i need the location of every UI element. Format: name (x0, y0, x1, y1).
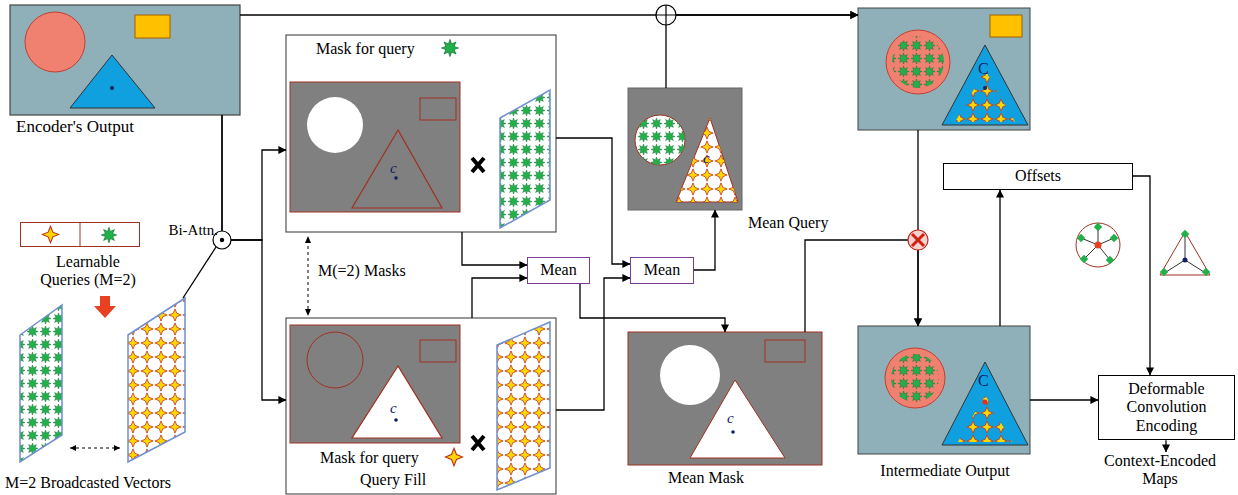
node-text: Mean (540, 261, 576, 279)
multiply-operator (908, 230, 928, 250)
connector (694, 210, 715, 270)
mean-box: Mean (630, 257, 694, 284)
connector (805, 240, 918, 332)
connector (472, 278, 527, 318)
connector (222, 115, 286, 240)
node-text: Mean Mask (668, 469, 778, 487)
node-text: C (978, 372, 996, 390)
intermediate-panel (858, 326, 1030, 454)
sampling-icons (1076, 223, 1210, 276)
mean-query-panel (628, 88, 742, 210)
node-text: c (390, 160, 404, 177)
node-text: Context-Encoded Maps (1090, 452, 1230, 489)
offsets-box: Offsets (943, 163, 1133, 190)
connector (666, 15, 858, 88)
mean-box: Mean (527, 257, 590, 284)
annotation-label: M=2 Broadcasted Vectors (5, 474, 245, 492)
connector (556, 278, 630, 410)
sum-operator (656, 5, 676, 25)
connector (580, 284, 725, 332)
node-text: c (727, 410, 741, 427)
connector (462, 232, 527, 265)
node-text: Mean (644, 261, 680, 279)
node-text: Intermediate Output (856, 462, 1034, 480)
connector (222, 115, 286, 400)
mean-mask: Mean Maskc (628, 332, 822, 465)
bottom-mask (286, 236, 556, 494)
mask-box: Mask for query c (286, 35, 556, 232)
node-text: c (703, 150, 717, 167)
node-text: Mean Query (748, 214, 852, 232)
connector (556, 138, 630, 264)
mask-box: Mask for queryQuery Fill c (286, 318, 556, 494)
node-text: Mask for query (320, 449, 444, 467)
mean-query: Mean Queryc (628, 88, 742, 210)
node-text: Encoder's Output (0, 117, 150, 137)
top-mask (286, 35, 556, 232)
node-text: Offsets (1015, 167, 1061, 185)
added-features-panel (858, 8, 1030, 130)
encoder-panel (10, 5, 240, 115)
node-text: Query Fill (360, 471, 460, 489)
connector (1133, 176, 1150, 375)
added-features: C (858, 8, 1030, 130)
connector (240, 14, 858, 15)
connector (1165, 440, 1166, 452)
annotation-label: M(=2) Masks (318, 262, 438, 280)
learnable-queries: Learnable Queries (M=2) (20, 222, 140, 247)
node-text: Deformable Convolution Encoding (1103, 380, 1230, 435)
encoder-output: Encoder's Output (10, 5, 240, 115)
deformable-conv-box: Deformable Convolution Encoding (1098, 375, 1235, 440)
output-label-box: Context-Encoded Maps (1090, 452, 1230, 489)
node-text: Learnable Queries (M=2) (33, 253, 143, 290)
node-text: c (390, 400, 404, 417)
connector (999, 190, 1000, 326)
annotation-label: Bi-Attn. (160, 222, 218, 239)
connector (1030, 399, 1098, 400)
mean-mask-panel (628, 332, 822, 465)
learnable-queries (20, 222, 216, 462)
intermediate-output: Intermediate OutputC (858, 326, 1030, 454)
node-text: C (978, 60, 996, 78)
node-text: Mask for query (316, 40, 440, 58)
